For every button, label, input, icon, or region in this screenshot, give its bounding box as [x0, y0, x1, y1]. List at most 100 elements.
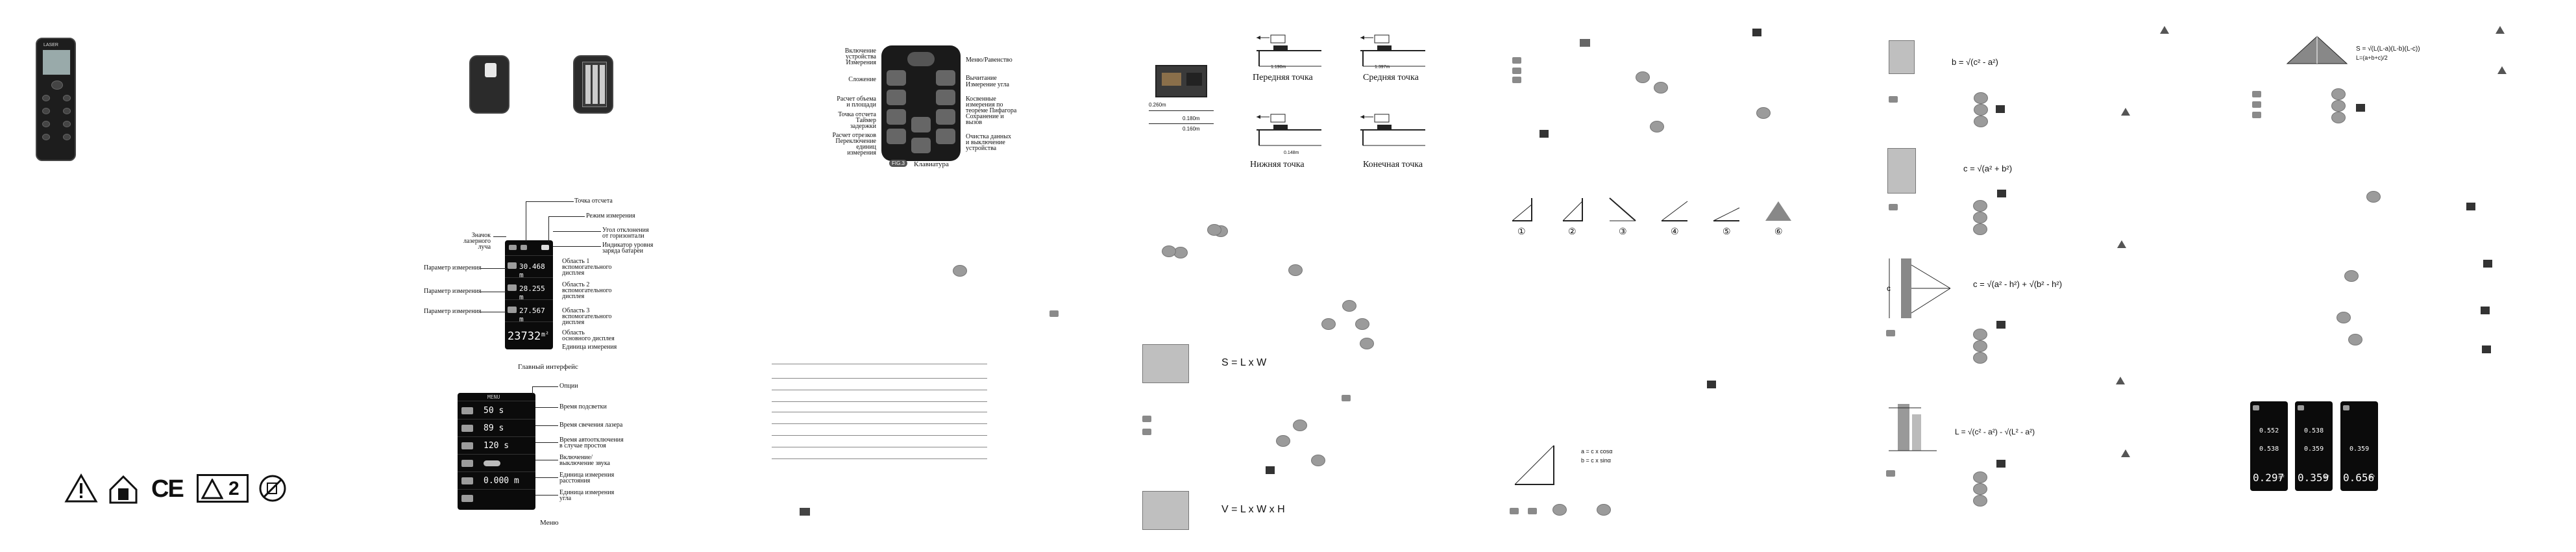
reference-point-icon — [521, 245, 527, 250]
screen-main: 0.297 — [2253, 471, 2285, 484]
key-reference[interactable] — [887, 129, 906, 144]
menu-item[interactable]: 89 s — [458, 420, 535, 437]
keypad-label-right: Очистка данных и выключение устройства — [966, 133, 1012, 152]
menu-label: Включение/ выключение звука — [559, 454, 610, 467]
keypad-caption: Клавиатура — [914, 160, 949, 168]
no-disposal-icon — [259, 475, 286, 502]
key-memory[interactable] — [936, 129, 955, 144]
volume-formula: V = L x W x H — [1221, 504, 1285, 515]
small-icon — [2252, 101, 2261, 108]
key-icon — [1973, 212, 1987, 223]
screen-value: 0.552 — [2259, 427, 2279, 434]
sound-icon — [461, 460, 473, 467]
main-interface-screen: 30.468 m 28.255 m 27.567 m 23732 m² — [505, 240, 553, 349]
menu-item[interactable]: 120 s — [458, 437, 535, 455]
screen-unit: m² — [2279, 474, 2285, 480]
menu-item[interactable] — [458, 455, 535, 472]
key-icon — [1552, 504, 1567, 516]
small-icon — [2356, 104, 2365, 112]
laser-class-number: 2 — [228, 478, 239, 499]
menu-item[interactable] — [458, 490, 535, 507]
reference-end-diagram — [1360, 114, 1425, 146]
label-unit: Единица измерения — [562, 344, 617, 351]
small-icon — [2481, 307, 2490, 314]
key-icon — [1973, 483, 1987, 495]
sound-toggle[interactable] — [484, 460, 500, 466]
device-button — [42, 134, 50, 140]
small-icon — [1997, 190, 2006, 197]
device-back-closed — [469, 55, 509, 114]
reference-middle-diagram — [1360, 34, 1425, 67]
param-icon — [508, 262, 517, 269]
label-param-2: Параметр измерения — [424, 288, 482, 295]
small-icon — [800, 508, 810, 516]
key-pythagoras[interactable] — [936, 109, 955, 125]
label-aux-area-2: Область 2 вспомогательного дисплея — [562, 281, 612, 300]
small-icon — [1512, 77, 1521, 83]
key-menu[interactable] — [936, 70, 955, 86]
key-icon — [1973, 340, 1987, 352]
laser-beam-icon — [509, 245, 517, 250]
distance-unit-icon — [461, 477, 473, 484]
small-icon — [1512, 57, 1521, 64]
pyth-formula-3: c = √(a² - h²) + √(b² - h²) — [1973, 279, 2063, 289]
key-icon — [1654, 82, 1668, 94]
key-icon — [1355, 318, 1369, 330]
screen-value: 0.538 — [2304, 427, 2324, 434]
device-button — [63, 134, 71, 140]
trig-diagram — [1514, 445, 1554, 485]
warning-icon — [2121, 449, 2130, 457]
key-add[interactable] — [887, 70, 906, 86]
device-back-open — [573, 55, 613, 114]
reference-caption: Передняя точка — [1253, 73, 1313, 82]
keypad-label-left: Расчет объема и площади — [837, 95, 876, 108]
pyth-3-diagram: c — [1887, 258, 1951, 318]
warning-icon — [2117, 240, 2126, 248]
small-icon — [1539, 130, 1549, 138]
warning-icon — [2121, 108, 2130, 116]
keypad-label-right: Вычитание Измерение угла — [966, 75, 1009, 88]
pyth-formula-1: b = √(c² - a²) — [1952, 57, 1998, 67]
small-icon — [1889, 204, 1898, 210]
small-icon — [1707, 381, 1716, 388]
key-angle[interactable] — [936, 90, 955, 105]
device-button — [42, 108, 50, 114]
main-value: 23732 — [508, 330, 541, 343]
small-icon — [1142, 416, 1151, 422]
key-icon — [1360, 338, 1374, 349]
label-main-area: Область основного дисплея — [562, 329, 615, 342]
key-icon — [2331, 100, 2346, 112]
angle-label: ④ — [1671, 227, 1679, 237]
label-param-3: Параметр измерения — [424, 308, 482, 315]
menu-value: 50 s — [484, 406, 504, 416]
warning-icon — [2160, 26, 2169, 34]
menu-item[interactable]: 50 s — [458, 402, 535, 420]
screen-value: 0.359 — [2349, 445, 2370, 453]
triangle-diagram — [2286, 36, 2348, 64]
dim-label: 0.160m — [1183, 126, 1200, 132]
dim-label: 1.190m — [1271, 65, 1286, 69]
key-area-volume[interactable] — [887, 109, 906, 125]
key-icon — [1973, 223, 1987, 235]
small-icon — [1266, 466, 1275, 474]
label-options: Опции — [559, 383, 578, 390]
reference-caption: Конечная точка — [1363, 160, 1423, 169]
key-clear[interactable] — [911, 138, 931, 153]
key-icon — [2337, 312, 2351, 323]
angle-label: ③ — [1619, 227, 1627, 237]
key-subtract[interactable] — [887, 90, 906, 105]
menu-item[interactable]: 0.000 m — [458, 472, 535, 490]
small-icon — [1886, 470, 1895, 477]
small-icon — [1996, 321, 2006, 329]
auto-off-icon — [461, 442, 473, 449]
key-segment[interactable] — [911, 117, 931, 132]
small-icon — [1886, 330, 1895, 336]
small-icon — [1510, 508, 1519, 514]
key-measure[interactable] — [907, 52, 935, 66]
key-icon — [953, 265, 967, 277]
menu-value: 120 s — [484, 441, 509, 451]
screen-icon — [2343, 405, 2349, 410]
label-laser-icon: Значок лазерного луча — [463, 232, 491, 251]
device-brand: LASER — [43, 43, 58, 47]
area-formula: S = L x W — [1221, 357, 1267, 368]
